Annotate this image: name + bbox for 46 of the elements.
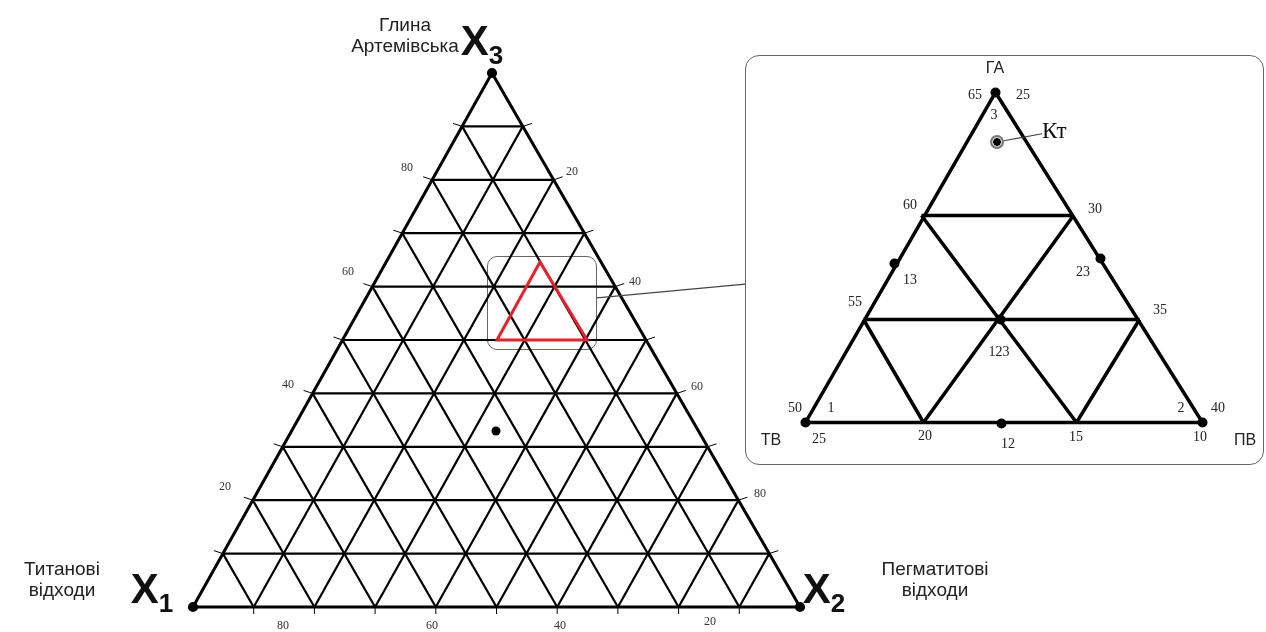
composition-value: 60 xyxy=(903,197,917,213)
vertex-symbol: X$_{1}$ xyxy=(130,566,174,618)
composition-value: 35 xyxy=(1153,302,1167,318)
vertex-symbol: X$_{3}$ xyxy=(460,18,504,70)
composition-value: 10 xyxy=(1193,429,1207,445)
point-number: 13 xyxy=(903,272,917,288)
composition-value: 30 xyxy=(1088,201,1102,217)
tick-value: 80 xyxy=(401,161,413,175)
point-number: 12 xyxy=(1001,436,1015,452)
tick-value: 80 xyxy=(277,619,289,632)
vertex-symbol: X$_{2}$ xyxy=(802,566,846,618)
tick-value: 80 xyxy=(754,487,766,501)
point-number: 2 xyxy=(1177,400,1185,416)
component-name: Пегматитові відходи xyxy=(880,559,990,601)
vertex-abbreviation: ГА xyxy=(985,59,1005,77)
tick-value: 40 xyxy=(282,378,294,392)
component-name: Титанові відходи xyxy=(23,559,101,601)
connector-line xyxy=(596,283,746,299)
point-number: 3 xyxy=(990,107,998,123)
tick-value: 60 xyxy=(342,265,354,279)
vertex-abbreviation: ПВ xyxy=(1233,431,1257,449)
inset-panel xyxy=(745,55,1264,465)
composition-value: 65 xyxy=(968,87,982,103)
target-point xyxy=(990,135,1004,149)
leader-line xyxy=(1003,133,1043,142)
tick-value: 40 xyxy=(629,275,641,289)
point-label: Кт xyxy=(1042,118,1072,144)
composition-value: 50 xyxy=(788,400,802,416)
composition-value: 55 xyxy=(848,294,862,310)
tick-value: 60 xyxy=(691,380,703,394)
point-number: 1 xyxy=(827,400,835,416)
composition-value: 25 xyxy=(1016,87,1030,103)
composition-value: 40 xyxy=(1211,400,1225,416)
point-number: 123 xyxy=(988,344,1010,360)
tick-value: 20 xyxy=(219,480,231,494)
tick-value: 20 xyxy=(704,615,716,629)
tick-value: 60 xyxy=(426,619,438,632)
point-number: 23 xyxy=(1076,264,1090,280)
tick-value: 40 xyxy=(554,619,566,632)
composition-value: 25 xyxy=(812,431,826,447)
component-name: Глина Артемівська xyxy=(350,15,460,57)
composition-value: 15 xyxy=(1069,429,1083,445)
callout-frame xyxy=(487,256,597,350)
vertex-abbreviation: ТВ xyxy=(760,431,782,449)
tick-value: 20 xyxy=(566,165,578,179)
composition-value: 20 xyxy=(918,428,932,444)
